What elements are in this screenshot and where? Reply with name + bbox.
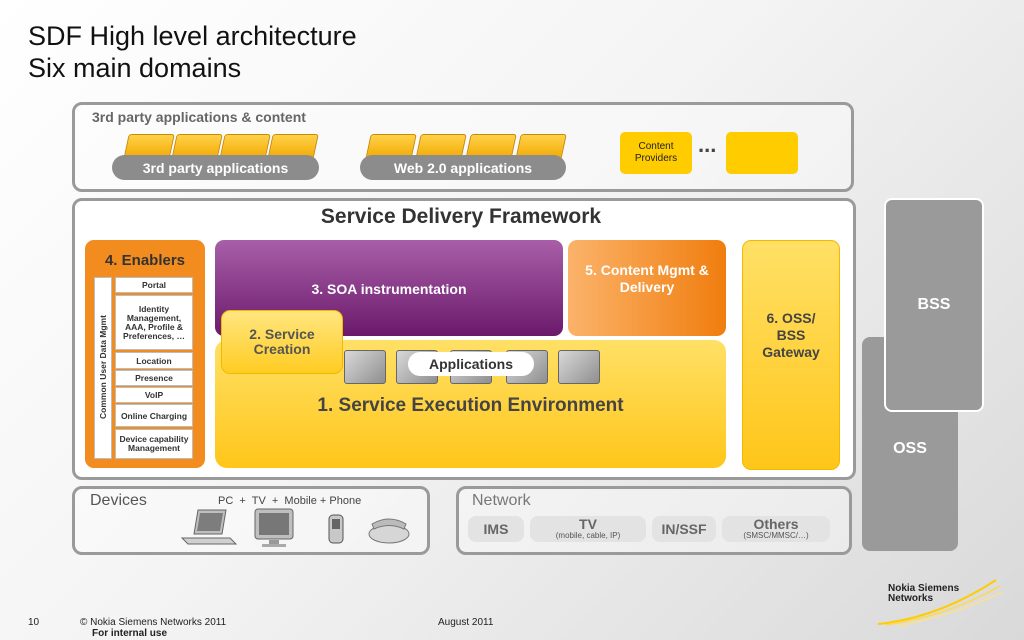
sdf-title: Service Delivery Framework — [320, 205, 602, 228]
network-ims: IMS — [468, 516, 524, 542]
enabler-online-charging: Online Charging — [115, 404, 193, 427]
tv-icon — [254, 508, 294, 547]
enabler-voip: VoIP — [115, 387, 193, 403]
footer-internal: For internal use — [92, 628, 168, 639]
content-mgmt-box: 5. Content Mgmt & Delivery — [568, 240, 726, 336]
content-provider-box-empty — [726, 132, 798, 174]
web-apps-pill: Web 2.0 applications — [360, 155, 566, 180]
enabler-presence: Presence — [115, 370, 193, 386]
footer-date: August 2011 — [438, 617, 494, 628]
content-providers-label: Content Providers — [634, 141, 678, 164]
service-creation-label: 2. Service Creation — [249, 326, 315, 357]
oss-bss-gateway-label: 6. OSS/ BSS Gateway — [762, 309, 820, 360]
service-creation-box: 2. Service Creation — [221, 310, 343, 374]
network-title: Network — [472, 492, 531, 509]
devices-section — [72, 486, 430, 555]
enablers-vertical-label: Common User Data Mgmt — [98, 315, 108, 419]
network-others-sub: (SMSC/MMSC/…) — [743, 531, 809, 540]
nsn-logo-swoosh-icon — [877, 579, 1003, 627]
soa-label: 3. SOA instrumentation — [311, 281, 467, 297]
devices-subtitle: PC + TV + Mobile + Phone — [218, 495, 362, 507]
enabler-identity: Identity Management, AAA, Profile & Pref… — [115, 295, 193, 350]
bss-label: BSS — [917, 296, 951, 313]
mobile-phone-icon — [328, 514, 344, 544]
app-server-icon — [344, 350, 386, 384]
network-others-label: Others — [753, 516, 799, 532]
footer-page-number: 10 — [28, 617, 40, 628]
content-mgmt-label: 5. Content Mgmt & Delivery — [585, 262, 709, 295]
see-label: 1. Service Execution Environment — [317, 395, 624, 416]
laptop-icon — [180, 509, 238, 545]
enablers-title: 4. Enablers — [104, 252, 186, 269]
network-others: Others (SMSC/MMSC/…) — [722, 516, 830, 542]
network-ims-label: IMS — [483, 521, 509, 537]
enabler-device-capability: Device capability Management — [115, 429, 193, 459]
app-server-icon — [558, 350, 600, 384]
logo-line-1: Nokia Siemens — [888, 583, 960, 594]
network-in-ssf-label: IN/SSF — [661, 521, 707, 537]
third-party-header: 3rd party applications & content — [92, 109, 306, 125]
slide-title: SDF High level architecture Six main dom… — [28, 20, 357, 84]
third-party-apps-pill: 3rd party applications — [112, 155, 319, 180]
oss-label: OSS — [893, 440, 927, 457]
oss-bss-gateway-box: 6. OSS/ BSS Gateway — [742, 240, 840, 470]
network-in-ssf: IN/SSF — [652, 516, 716, 542]
enabler-location: Location — [115, 352, 193, 369]
logo-line-2: Networks — [888, 593, 934, 604]
enabler-portal: Portal — [115, 277, 193, 293]
title-line-2: Six main domains — [28, 53, 242, 83]
network-tv-label: TV — [579, 516, 597, 532]
ellipsis: ... — [698, 132, 717, 157]
devices-title: Devices — [90, 492, 147, 509]
nsn-logo: Nokia Siemens Networks — [868, 578, 1008, 628]
network-tv-sub: (mobile, cable, IP) — [555, 531, 621, 540]
bss-box: BSS — [884, 198, 984, 412]
footer-copyright: © Nokia Siemens Networks 2011 — [80, 617, 227, 628]
applications-pill: Applications — [408, 352, 534, 376]
content-providers-box: Content Providers — [620, 132, 692, 174]
title-line-1: SDF High level architecture — [28, 21, 357, 51]
desk-phone-icon — [368, 518, 410, 544]
network-tv: TV (mobile, cable, IP) — [530, 516, 646, 542]
enablers-vertical-bar — [94, 277, 112, 459]
